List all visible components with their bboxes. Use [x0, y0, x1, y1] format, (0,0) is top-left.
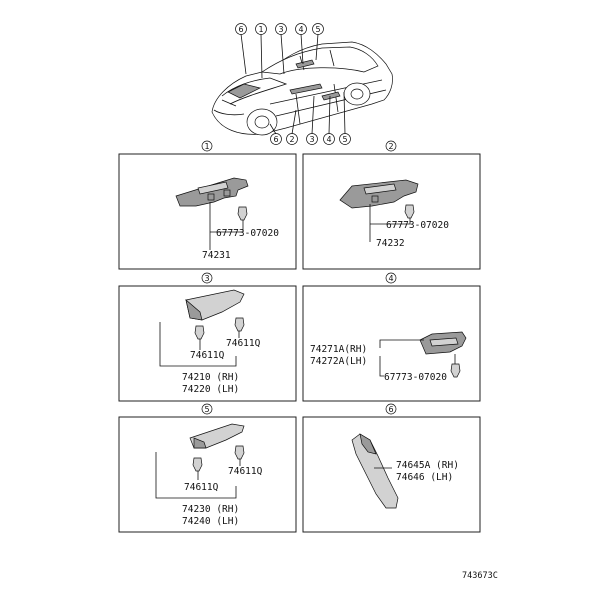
part-number: 67773-07020 [386, 220, 449, 231]
panel-index-badge [201, 403, 213, 415]
panel-index: 3 [204, 274, 209, 283]
panel-1: 1 67773-07020 74231 [118, 140, 297, 270]
clip-icon [192, 457, 203, 472]
overview-callout-3-top: 3 [275, 23, 287, 35]
panel-index: 4 [388, 274, 393, 283]
panel-index-badge [385, 140, 397, 152]
panel-index: 5 [204, 405, 209, 414]
svg-text:4: 4 [326, 135, 331, 144]
clip-icon [237, 206, 248, 221]
clip-icon [194, 325, 205, 340]
part-number: 74232 [376, 238, 405, 249]
overview-callout-3-bottom: 3 [306, 133, 318, 145]
clip-icon [234, 317, 245, 332]
part-number: 74210 (RH) [182, 372, 239, 383]
overview-callout-5-top: 5 [312, 23, 324, 35]
panel-index-badge [201, 140, 213, 152]
clip-icon [450, 363, 461, 378]
part-number: 74231 [202, 250, 231, 261]
figure-reference: 743673C [462, 571, 498, 581]
svg-text:4: 4 [298, 25, 303, 34]
part-number: 67773-07020 [216, 228, 279, 239]
overview-callout-5-bottom: 5 [339, 133, 351, 145]
panel-index: 1 [204, 142, 209, 151]
panel-5: 5 74611Q 74611Q 74230 (RH) 74240 (LH) [118, 403, 297, 533]
overview-callout-6-top: 6 [235, 23, 247, 35]
svg-text:2: 2 [289, 135, 294, 144]
overview-callout-4-top: 4 [295, 23, 307, 35]
overview-callout-4-bottom: 4 [323, 133, 335, 145]
part-74231-shape [175, 177, 249, 207]
svg-text:5: 5 [315, 25, 320, 34]
panel-index-badge [385, 403, 397, 415]
svg-text:3: 3 [309, 135, 314, 144]
overview-callout-6-bottom: 6 [270, 133, 282, 145]
part-number: 74220 (LH) [182, 384, 239, 395]
part-number: 74240 (LH) [182, 516, 239, 527]
svg-text:1: 1 [258, 25, 263, 34]
clip-icon [234, 445, 245, 460]
overview-callout-2-bottom: 2 [286, 133, 298, 145]
panel-4: 4 74271A(RH) 74272A(LH) 67773-07020 [302, 272, 481, 402]
panel-index: 2 [388, 142, 393, 151]
svg-text:5: 5 [342, 135, 347, 144]
part-number: 67773-07020 [384, 372, 447, 383]
car-overview [211, 33, 393, 136]
part-74232-shape [339, 179, 419, 209]
panel-3: 3 74611Q 74611Q 74210 (RH) 74220 (LH) [118, 272, 297, 402]
svg-text:3: 3 [278, 25, 283, 34]
part-number: 74230 (RH) [182, 504, 239, 515]
panel-6: 6 74645A (RH) 74646 (LH) [302, 403, 481, 533]
part-number: 74611Q [226, 338, 261, 349]
part-number: 74645A (RH) [396, 460, 459, 471]
part-number: 74611Q [190, 350, 225, 361]
svg-text:6: 6 [273, 135, 278, 144]
part-number: 74271A(RH) [310, 344, 367, 355]
part-number: 74611Q [228, 466, 263, 477]
svg-text:6: 6 [238, 25, 243, 34]
panel-index-badge [201, 272, 213, 284]
part-number: 74611Q [184, 482, 219, 493]
overview-callout-1-top: 1 [255, 23, 267, 35]
panel-index-badge [385, 272, 397, 284]
clip-icon [404, 204, 415, 219]
panel-2: 2 67773-07020 74232 [302, 140, 481, 270]
panel-index: 6 [388, 405, 393, 414]
part-number: 74272A(LH) [310, 356, 367, 367]
part-number: 74646 (LH) [396, 472, 453, 483]
